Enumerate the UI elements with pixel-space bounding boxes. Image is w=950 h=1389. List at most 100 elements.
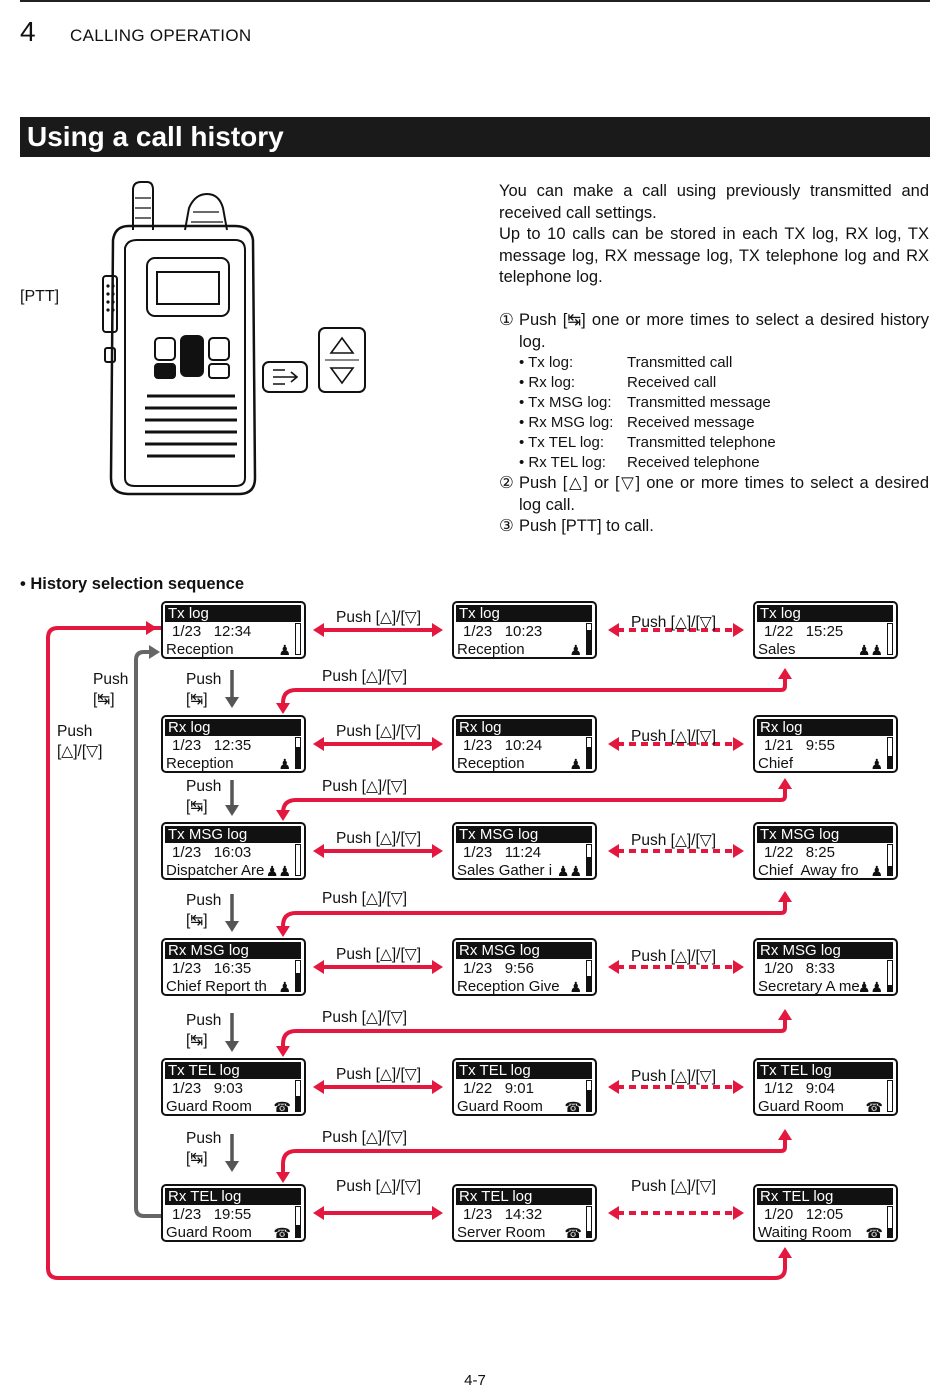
arrow-head	[778, 1009, 792, 1020]
lcd-title: Tx log	[456, 605, 592, 622]
person-icon: ♟	[870, 756, 883, 772]
group-icon: ♟♟	[265, 863, 291, 879]
lcd-title: Tx TEL log	[165, 1062, 301, 1079]
lcd-caller: Reception	[457, 641, 525, 658]
bullet-tx-tel-log: • Tx TEL log:Transmitted telephone	[499, 433, 929, 453]
arrow-head	[733, 1080, 744, 1094]
push-word: Push	[186, 1012, 222, 1029]
arrow-head	[149, 645, 160, 659]
lcd-datetime: 1/23 12:34	[172, 623, 251, 641]
key-glyph: [↹]	[186, 1150, 208, 1167]
push-updown-label: Push [△]/[▽]	[336, 609, 422, 626]
lcd-caller: Guard Room	[166, 1224, 252, 1241]
lcd-title: Rx log	[165, 719, 301, 736]
arrow-head	[733, 737, 744, 751]
arrow-head	[608, 1080, 619, 1094]
arrow-head	[276, 810, 290, 821]
signal-bar	[887, 737, 893, 769]
signal-fill	[888, 985, 892, 991]
push-updown-label: Push [△]/[▽]	[336, 1066, 422, 1083]
push-word: Push	[57, 723, 93, 740]
lcd-datetime: 1/23 11:24	[463, 844, 541, 862]
push-word: Push	[93, 671, 129, 688]
signal-bar	[887, 960, 893, 992]
lcd-datetime: 1/20 8:33	[764, 960, 835, 978]
bullet-tx-log: • Tx log: Transmitted call	[499, 353, 929, 373]
lcd-date: 1/21	[764, 737, 794, 754]
lcd-title: Rx log	[456, 719, 592, 736]
lcd-datetime: 1/23 16:03	[172, 844, 251, 862]
lcd-caller: Secretary A me	[758, 978, 860, 995]
lcd-title: Rx TEL log	[456, 1188, 592, 1205]
person-icon: ♟	[278, 979, 291, 995]
signal-fill	[888, 756, 892, 768]
push-key-label: Push[↹]	[186, 891, 221, 931]
signal-bar	[887, 1206, 893, 1238]
bullet-key: • Rx MSG log:	[519, 414, 614, 431]
arrow-head	[608, 737, 619, 751]
person-icon: ♟	[569, 979, 582, 995]
arrow-head	[608, 1206, 619, 1220]
bullet-value: Transmitted call	[627, 354, 733, 371]
step-3-number: ③	[499, 517, 514, 535]
lcd-date: 1/23	[463, 844, 493, 861]
signal-fill	[296, 1096, 300, 1111]
lcd-caller: Sales	[758, 641, 796, 658]
bullet-key: • Tx log:	[519, 354, 574, 371]
step-2-number: ②	[499, 474, 514, 492]
push-updown-label: Push [△]/[▽]	[336, 723, 422, 740]
arrow-head	[225, 805, 239, 816]
arrow-head	[778, 778, 792, 789]
lcd-title: Tx MSG log	[165, 826, 301, 843]
signal-fill	[296, 747, 300, 768]
section-title: Using a call history	[27, 121, 284, 152]
lcd-datetime: 1/22 15:25	[764, 623, 843, 641]
push-updown-label: Push [△]/[▽]	[631, 1178, 717, 1195]
push-updown-label: Push [△]/[▽]	[336, 1178, 422, 1195]
arrow-head	[432, 737, 443, 751]
bullet-key: • Tx MSG log:	[519, 394, 612, 411]
push-word: Push	[186, 892, 222, 909]
push-word: Push	[186, 1130, 222, 1147]
lcd-caller: Chief Report th	[166, 978, 267, 995]
push-updown-label: Push [△]/[▽]	[631, 832, 717, 849]
lcd-date: 1/23	[172, 623, 202, 640]
signal-fill	[296, 1225, 300, 1237]
lcd-date: 1/22	[764, 844, 794, 861]
chapter-title: CALLING OPERATION	[70, 26, 252, 45]
lcd-date: 1/23	[172, 960, 202, 977]
arrow-head	[276, 926, 290, 937]
lcd-datetime: 1/23 10:23	[463, 623, 542, 641]
arrow-head	[313, 1206, 324, 1220]
arrow-head	[276, 1172, 290, 1183]
arrow-head	[313, 844, 324, 858]
signal-fill	[587, 630, 591, 654]
signal-fill	[587, 747, 591, 768]
return-arrow	[281, 1016, 787, 1050]
signal-bar	[295, 623, 301, 655]
push-updown-label: Push [△]/[▽]	[631, 1068, 717, 1085]
lcd-datetime: 1/12 9:04	[764, 1080, 835, 1098]
push-updown-label: Push [△]/[▽]	[631, 948, 717, 965]
signal-bar	[887, 623, 893, 655]
lcd-title: Tx log	[165, 605, 301, 622]
lcd-title: Rx TEL log	[757, 1188, 893, 1205]
arrow-head	[608, 960, 619, 974]
arrow-head	[276, 1046, 290, 1057]
arrow-head	[146, 621, 157, 635]
phone-icon: ☎	[273, 1099, 291, 1115]
lcd-date: 1/23	[172, 1206, 202, 1223]
bullet-value: Received call	[627, 374, 717, 391]
push-key-label: Push[↹]	[186, 670, 221, 710]
lcd-caller: Chief	[758, 755, 794, 772]
lcd-time: 9:01	[504, 1080, 534, 1097]
